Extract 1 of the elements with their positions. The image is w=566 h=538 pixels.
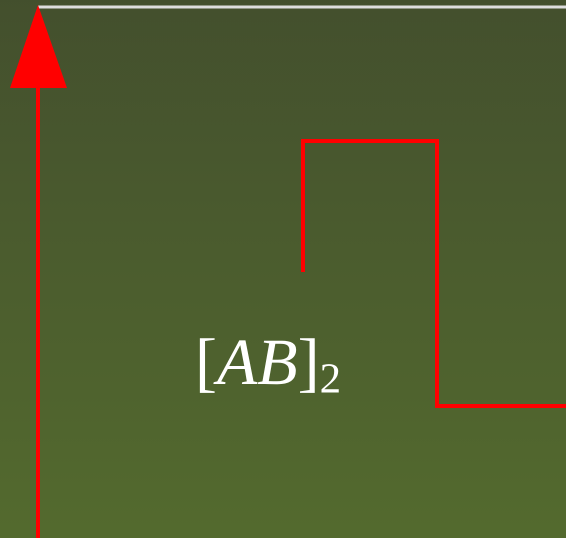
curve-label: [AB]$_{2}$ xyxy=(195,330,342,402)
